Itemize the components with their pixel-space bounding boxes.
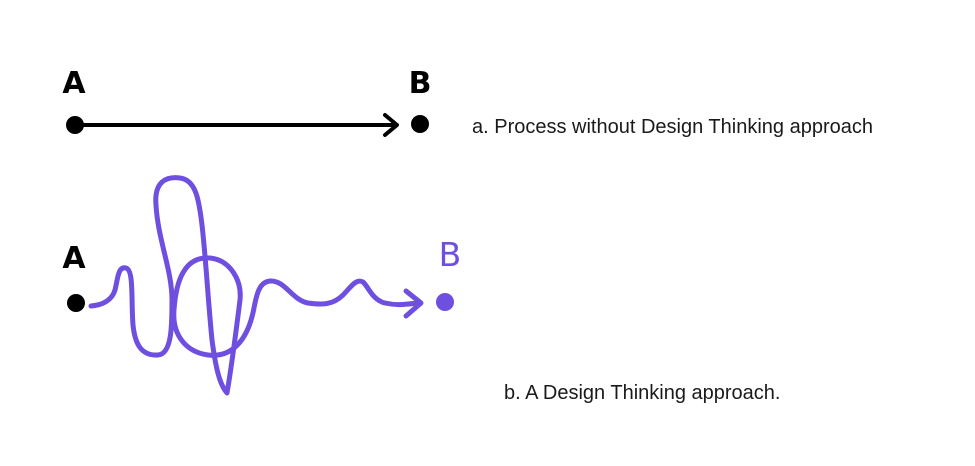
design-process-group: A B b. A Design Thinking approach. <box>62 175 780 404</box>
straight-start-label: A <box>62 66 86 101</box>
straight-caption: a. Process without Design Thinking appro… <box>472 116 873 138</box>
design-squiggle-path <box>88 175 421 396</box>
design-caption: b. A Design Thinking approach. <box>504 382 780 404</box>
design-start-node <box>67 294 85 312</box>
design-arrow-head <box>403 288 424 319</box>
straight-end-node <box>411 115 429 133</box>
straight-end-label: B <box>409 66 432 101</box>
design-start-label: A <box>62 241 86 276</box>
straight-arrow-head <box>383 113 399 137</box>
straight-process-group: A B a. Process without Design Thinking a… <box>62 66 873 138</box>
design-end-label: B <box>439 235 462 274</box>
design-end-node <box>436 293 454 311</box>
